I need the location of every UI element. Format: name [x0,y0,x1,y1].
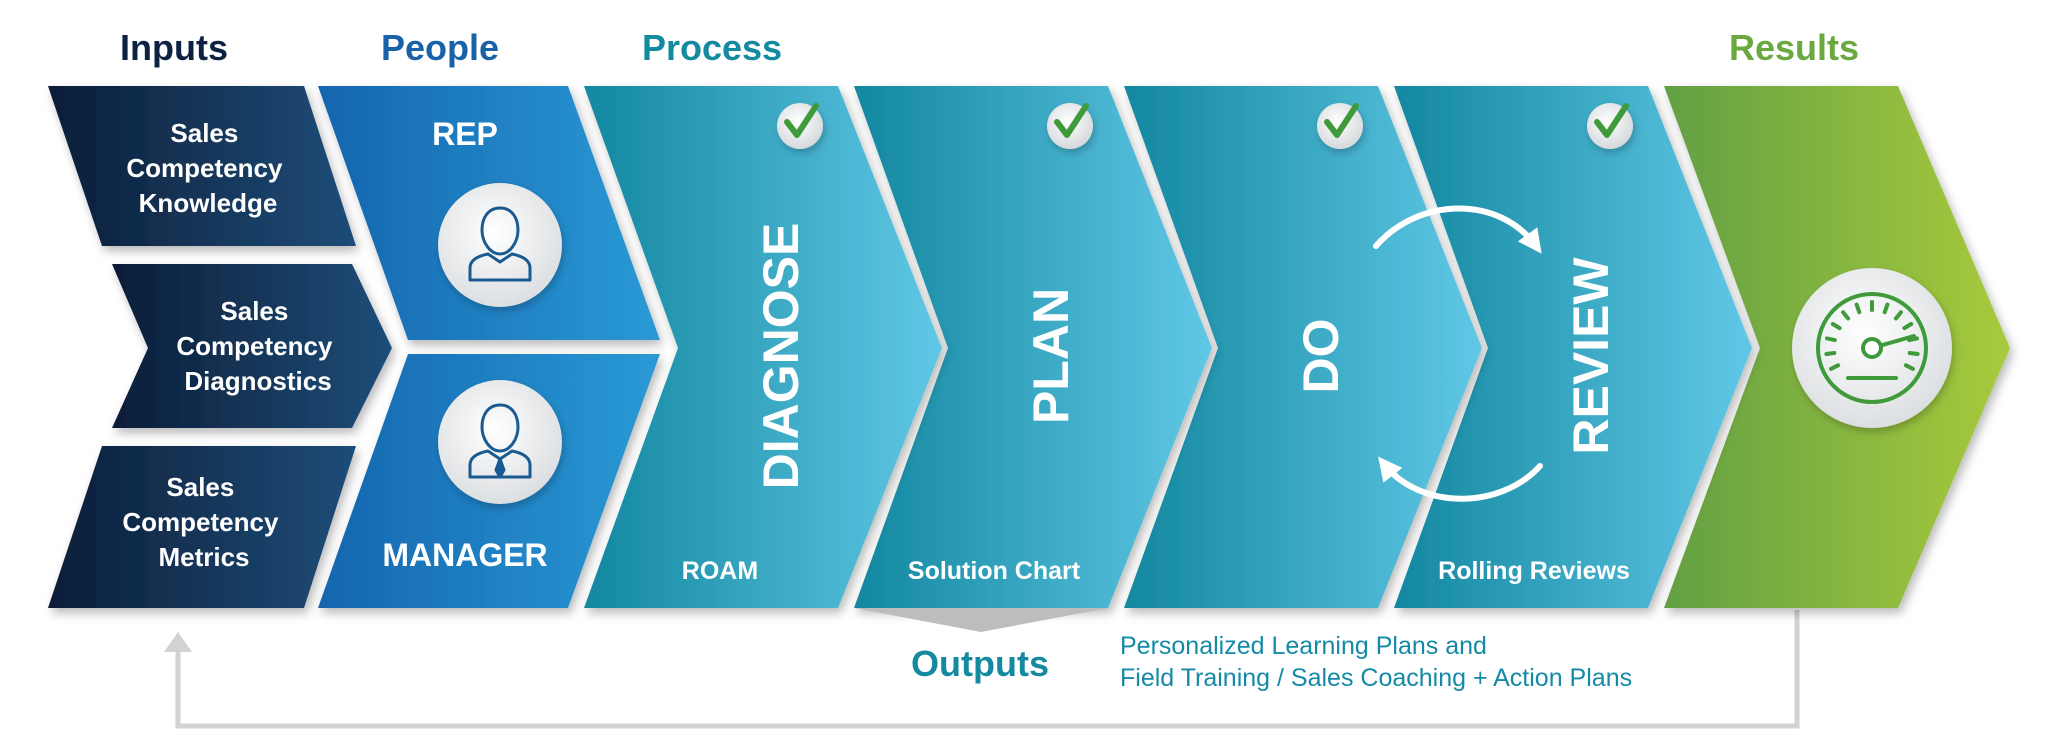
do-checkmark [1317,103,1363,149]
checkmark-icon [1594,103,1629,138]
header-process: Process [642,27,782,68]
plan-chevron [854,86,1212,608]
input-diagnostics-panel [112,264,392,428]
diagnose-checkmark [777,103,823,149]
gauge-tick [1893,310,1903,321]
gauge-tick [1824,351,1837,356]
manager-avatar [438,380,562,504]
gauge-tick [1902,322,1914,331]
rep-avatar [438,183,562,307]
gauge-tick [1830,322,1842,331]
outputs-label: Outputs [911,643,1049,684]
plan-label: PLAN [1023,288,1079,424]
input-metrics-label: Sales Competency Metrics [122,472,285,572]
do-label: DO [1293,319,1349,394]
input-metrics-panel [48,446,356,608]
cycle-arrow-icon [1373,205,1543,502]
diagnose-tool-label: ROAM [682,557,758,585]
checkmark-icon [784,103,819,138]
manager-label: MANAGER [382,537,547,573]
plan-tool-label: Solution Chart [908,557,1081,585]
gauge-tick [1854,302,1862,315]
outputs-line-1: Personalized Learning Plans and [1120,632,1487,660]
gauge-tick [1829,363,1841,371]
header-people: People [381,27,499,68]
diagnose-label: DIAGNOSE [753,223,809,490]
gauge-tick [1841,310,1851,321]
header-inputs: Inputs [120,27,228,68]
input-knowledge-panel [48,86,356,246]
diagnose-chevron [584,86,942,608]
speedometer-icon [1816,292,1928,404]
input-diagnostics-label: Sales Competency Diagnostics [176,296,339,396]
person-icon [468,206,532,282]
gauge-tick [1907,351,1920,356]
gauge-tick [1903,363,1915,371]
checkmark-icon [1054,103,1089,138]
outputs-wedge [854,608,1108,632]
plan-checkmark [1047,103,1093,149]
checkmark-icon [1324,103,1359,138]
rep-label: REP [432,116,498,152]
review-chevron [1394,86,1752,608]
review-label: REVIEW [1563,257,1619,455]
person-icon [468,403,532,479]
header-results: Results [1729,27,1859,68]
gauge-tick [1882,302,1890,315]
gauge-tick [1907,336,1919,343]
gauge-tick [1825,336,1837,343]
speedometer-badge [1792,268,1952,428]
input-knowledge-label: Sales Competency Knowledge [126,118,289,218]
review-checkmark [1587,103,1633,149]
feedback-arrow-icon [164,610,1800,729]
outputs-line-2: Field Training / Sales Coaching + Action… [1120,664,1632,692]
review-tool-label: Rolling Reviews [1438,557,1630,585]
